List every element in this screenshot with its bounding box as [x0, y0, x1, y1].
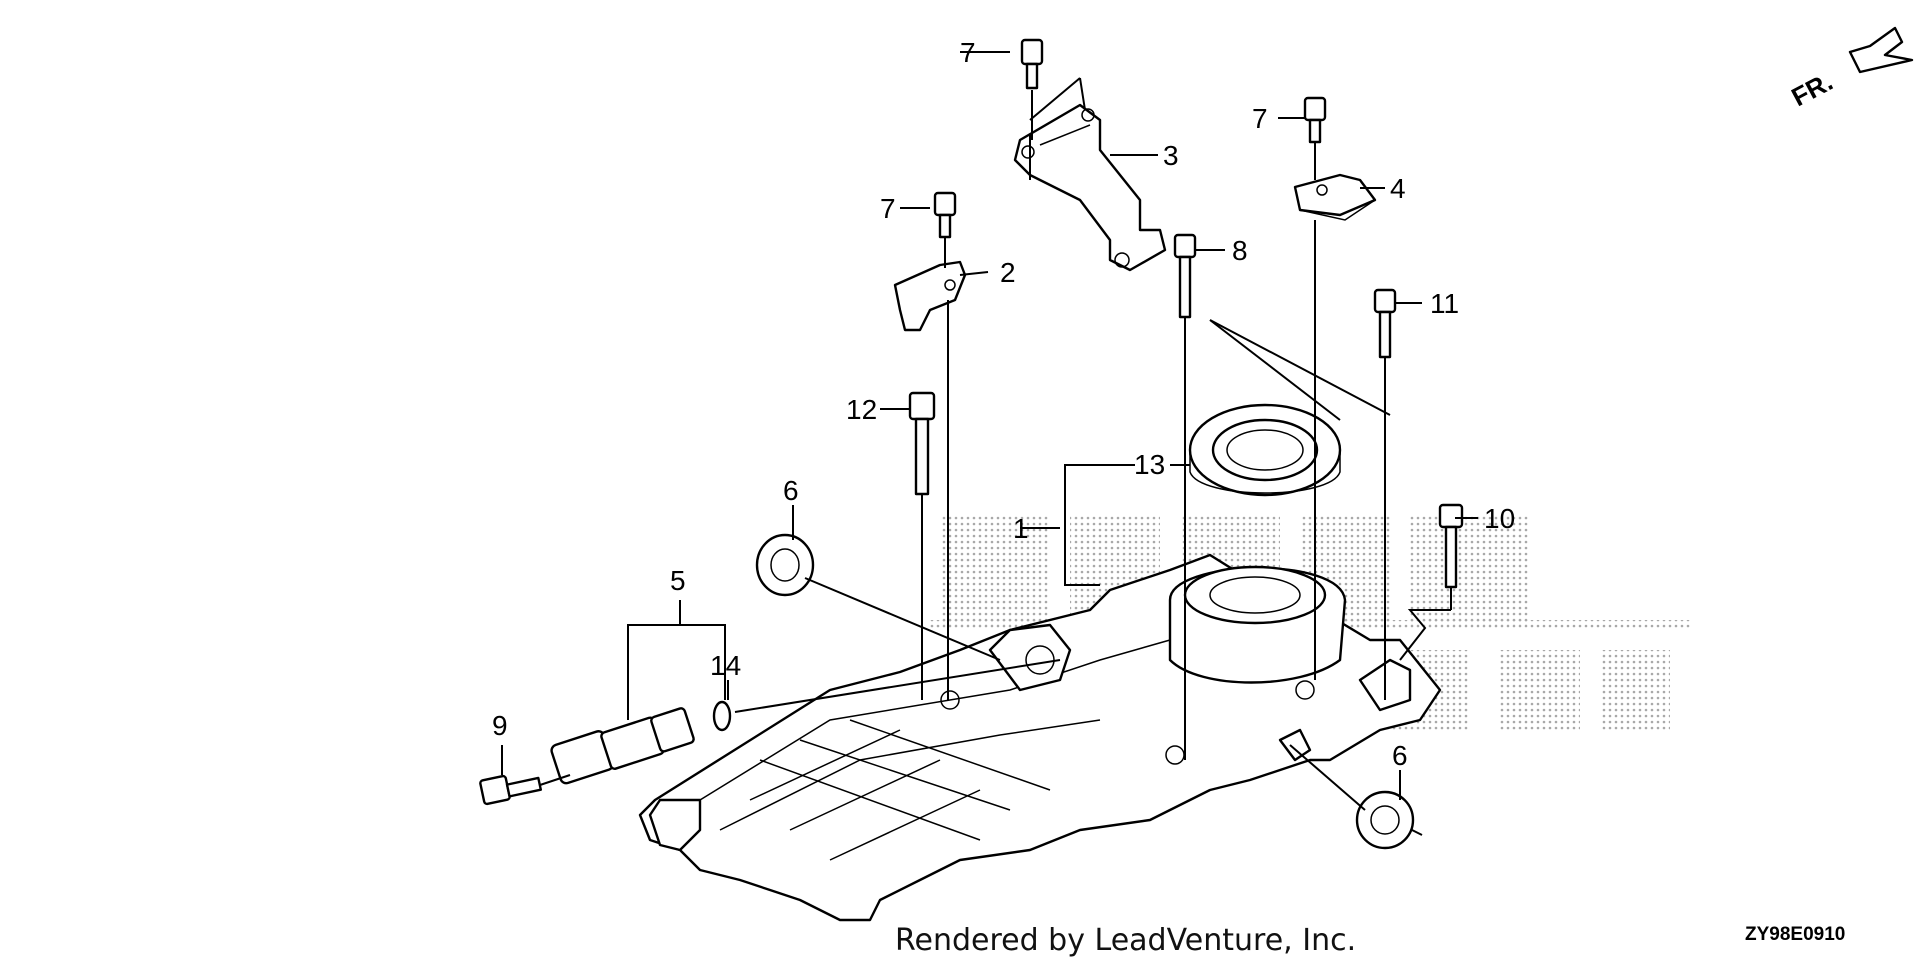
callout-labels: 1 2 3 4 5 6 6 7 7 7 8 9 10 11 12 13 14: [492, 37, 1515, 771]
front-direction-label: FR.: [1786, 66, 1837, 112]
callout-9: 9: [492, 710, 508, 741]
callout-3: 3: [1163, 140, 1179, 171]
bracket-part-4: [1293, 173, 1377, 221]
bracket-part-2: [893, 260, 967, 332]
bolt-part-8: [1173, 233, 1197, 319]
bracket-part-3: [1013, 103, 1167, 272]
callout-6b: 6: [1392, 740, 1408, 771]
callout-12: 12: [846, 394, 877, 425]
callout-13: 13: [1134, 449, 1165, 480]
bolt-part-7-a: [1020, 38, 1044, 90]
sensor-part-5: [550, 707, 695, 785]
bolt-part-9: [479, 774, 543, 806]
callout-7a: 7: [960, 37, 976, 68]
callout-2: 2: [1000, 257, 1016, 288]
diagram-code: ZY98E0910: [1745, 924, 1845, 945]
mount-case-part-1: [638, 553, 1442, 922]
bolt-part-11: [1373, 288, 1397, 359]
callout-10: 10: [1484, 503, 1515, 534]
bolt-part-7-b: [933, 191, 957, 239]
front-direction-indicator: FR.: [1786, 26, 1914, 112]
callout-7b: 7: [880, 193, 896, 224]
bolt-part-7-c: [1303, 96, 1327, 144]
bolt-part-12: [908, 391, 936, 496]
callout-14: 14: [710, 650, 741, 681]
callout-5: 5: [670, 565, 686, 596]
oil-seal-part-13: [1188, 403, 1342, 497]
o-ring-part-14: [712, 700, 732, 732]
callout-11: 11: [1430, 288, 1459, 319]
credit-text: Rendered by LeadVenture, Inc.: [895, 923, 1356, 958]
callout-6a: 6: [783, 475, 799, 506]
callout-1: 1: [1013, 513, 1029, 544]
leader-lines: [501, 51, 1478, 836]
callout-7c: 7: [1252, 103, 1268, 134]
callout-8: 8: [1232, 235, 1248, 266]
grommet-part-6-b: [1355, 790, 1415, 850]
grommet-part-6-a: [755, 533, 815, 597]
callout-4: 4: [1390, 173, 1406, 204]
